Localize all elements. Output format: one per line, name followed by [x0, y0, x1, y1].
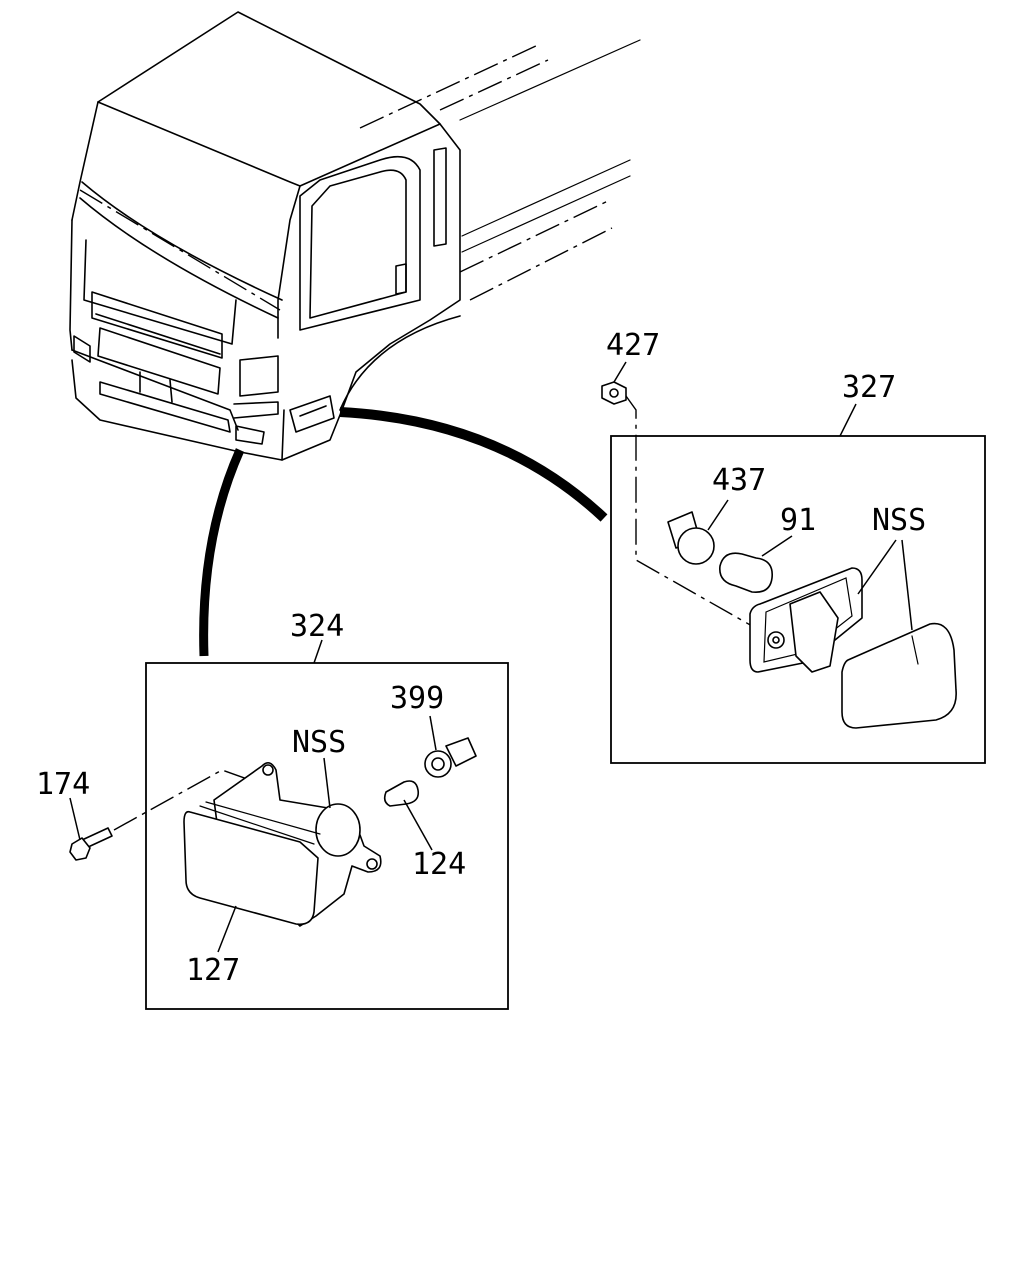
fog-lamp-housing: [183, 762, 382, 927]
nut-427: [601, 361, 753, 627]
bulb-91: [719, 535, 793, 594]
label-324: 324: [290, 609, 344, 644]
label-327: 327: [842, 370, 896, 405]
socket-437: [667, 499, 729, 565]
label-nss-left: NSS: [292, 725, 346, 760]
label-124: 124: [412, 847, 466, 882]
box-327: [610, 435, 986, 764]
label-91: 91: [780, 503, 816, 538]
label-399: 399: [390, 681, 444, 716]
label-127: 127: [186, 953, 240, 988]
lamp-housing: [749, 567, 863, 673]
bulb-124: [383, 780, 433, 851]
label-nss-right: NSS: [872, 503, 926, 538]
label-174: 174: [36, 767, 90, 802]
lamp-lens: [841, 622, 957, 729]
box-324: [145, 662, 509, 1010]
truck-cab-illustration: [69, 11, 641, 461]
callout-arc-right: [339, 407, 608, 522]
label-427: 427: [606, 328, 660, 363]
label-437: 437: [712, 463, 766, 498]
socket-399: [424, 715, 477, 778]
callout-arc-left: [199, 448, 245, 657]
